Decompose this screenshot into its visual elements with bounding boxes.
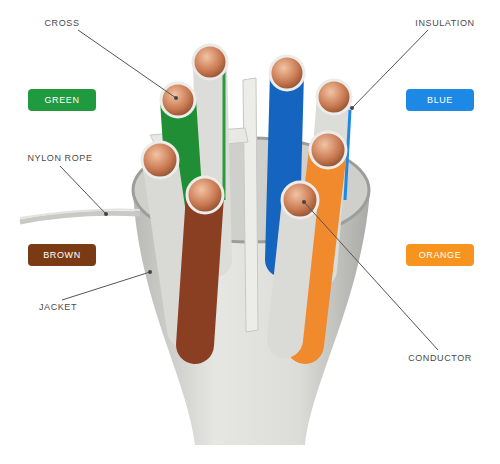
color-badge: BLUE — [406, 89, 474, 111]
part-label: CROSS — [44, 18, 79, 28]
color-badge: BROWN — [28, 244, 96, 266]
nylon-rope-strand — [20, 209, 140, 218]
leader-dots — [104, 96, 354, 274]
leader-lines — [60, 30, 438, 350]
color-badge: ORANGE — [406, 244, 474, 266]
cross-separator — [243, 78, 258, 332]
color-name: BLUE — [427, 95, 453, 105]
color-name: GREEN — [44, 95, 79, 105]
part-label: INSULATION — [415, 18, 474, 28]
part-label: CONDUCTOR — [408, 353, 472, 363]
color-name: ORANGE — [419, 250, 462, 260]
part-label: JACKET — [39, 302, 77, 312]
part-label: NYLON ROPE — [27, 153, 92, 163]
color-badge: GREEN — [28, 89, 96, 111]
wire-pair — [142, 142, 223, 345]
color-name: BROWN — [43, 250, 81, 260]
